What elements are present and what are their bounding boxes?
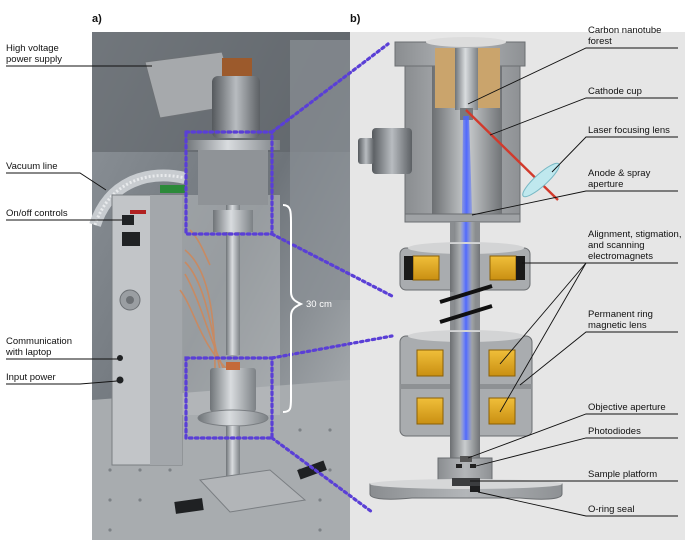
nanotube-forest-right [478,48,500,108]
lens-assembly [210,368,256,412]
label-sample: Sample platform [588,469,657,480]
leader-align-c [499,262,587,413]
switch-1 [122,215,134,225]
warning-sticker [130,210,146,214]
label-anode-line2: aperture [588,179,623,190]
ring-lens-magnet-bottom-left [416,397,444,425]
leader-align-b [499,262,587,365]
hv-coil [222,58,252,76]
label-perm-line1: Permanent ring [588,309,653,320]
scale-label: 30 cm [306,299,332,310]
column-tube [226,205,240,355]
right-callouts: Carbon nanotube forest Cathode cup Laser… [467,25,681,517]
lab-background-right [290,40,350,300]
photodiode-left [456,464,462,468]
label-oring: O-ring seal [588,504,634,515]
label-cnt-line1: Carbon nanotube [588,25,661,36]
o-ring [470,486,480,492]
objective-aperture-part [460,456,472,462]
label-comm-line2: with laptop [5,347,51,358]
label-photodiodes: Photodiodes [588,426,641,437]
label-align-line1: Alignment, stigmation, [588,229,681,240]
power-port [116,376,124,384]
anode-plate [404,213,521,223]
highlight-box-lower [184,356,274,440]
break-mark-1 [439,284,493,304]
alignment-magnet-left [412,255,440,281]
label-align-line2: and scanning [588,240,645,251]
clamp-left [174,498,204,514]
leader-anode [471,190,678,216]
left-callouts: High voltage power supply Vacuum line On… [5,43,152,385]
break-mark-2 [439,304,493,324]
nanotube-forest-left [435,48,455,108]
label-laser: Laser focusing lens [588,125,670,136]
connector-top [270,42,390,134]
usb-port [117,355,123,361]
leader-laser [551,136,678,173]
circuit-board [160,185,185,193]
label-anode-line1: Anode & spray [588,168,651,179]
photo-panel [89,32,350,540]
label-objective: Objective aperture [588,402,666,413]
section-panel [350,32,685,540]
leader-cathode [489,97,678,136]
leader-photodiodes [475,437,678,467]
connector-bottom [270,436,374,514]
label-hv-line2: power supply [6,54,62,65]
photodiode-right [470,464,476,468]
hv-supply-cylinder [212,76,260,138]
leader-power [6,380,118,385]
stage-post [226,426,240,481]
label-align-line3: electromagnets [588,251,653,262]
laser-focusing-lens [522,162,560,198]
panel-a-label: a) [92,13,102,25]
leader-perm [519,331,678,386]
label-hv-line1: High voltage [6,43,59,54]
base-flange [197,409,269,427]
sample-platform-part [452,478,480,486]
leader-cnt [467,47,678,105]
ring-lens-magnet-top-left [416,349,444,377]
leader-objective [467,413,678,459]
cathode-holder [455,48,478,110]
ring-lens-magnet-bottom-right [488,397,516,425]
leader-vacuum [6,172,107,191]
label-cnt-line2: forest [588,36,612,47]
panel-b-label: b) [350,13,361,25]
upper-clamp [213,210,253,232]
switch-2 [122,232,140,246]
label-perm-line2: magnetic lens [588,320,647,331]
label-power: Input power [6,372,56,383]
scale-bracket [282,204,304,413]
side-port-flange [372,128,412,174]
label-comm-line1: Communication [6,336,72,347]
alignment-magnet-right [489,255,517,281]
side-port-cap [358,138,374,164]
label-cathode: Cathode cup [588,86,642,97]
label-vacuum: Vacuum line [6,161,58,172]
ring-lens-magnet-top-right [488,349,516,377]
top-plate [185,140,280,150]
table-holes [108,428,332,532]
label-onoff: On/off controls [6,208,68,219]
highlight-box-upper [184,130,274,236]
leader-oring [477,491,678,517]
gun-housing [198,150,268,205]
sample-stage [198,469,307,513]
clamp-right [297,460,327,480]
